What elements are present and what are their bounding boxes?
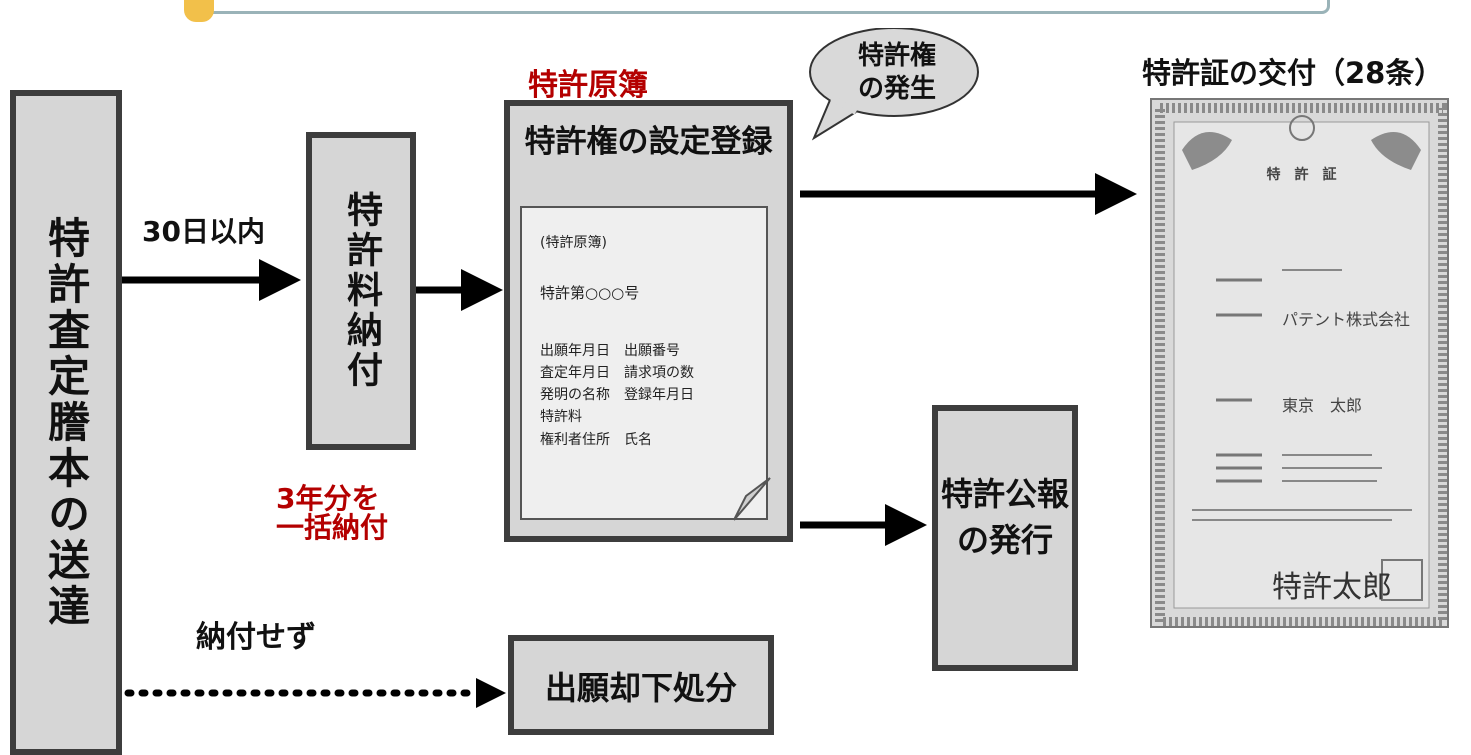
- sheet-row: 特許料: [540, 409, 582, 425]
- publication-label: 特許公報 の発行: [938, 471, 1072, 564]
- speech-bubble-icon: [809, 28, 979, 141]
- sheet-row: 査定年月日 請求項の数: [540, 365, 694, 381]
- patent-certificate-image: 特 許 証 パテント株式会社 東京 太郎 特許太郎: [1150, 98, 1449, 628]
- publication-node: 特許公報 の発行: [932, 405, 1078, 671]
- fee-payment-node: 特許料納付: [306, 132, 416, 450]
- sheet-row: 出願年月日 出願番号: [540, 343, 680, 359]
- certificate-signature: 特許太郎: [1272, 570, 1392, 605]
- publication-line-2: の発行: [956, 521, 1053, 560]
- sheet-patent-number: 特許第○○○号: [540, 284, 640, 302]
- lump-sum-note-line-2: 一括納付: [276, 511, 389, 545]
- lump-sum-note-line-1: 3年分を: [276, 482, 380, 515]
- registry-label: 特許原簿: [528, 68, 648, 103]
- bubble-line-1: 特許権: [857, 41, 936, 71]
- rights-arise-bubble: 特許権 の発生: [832, 40, 962, 105]
- sheet-row: 発明の名称 登録年月日: [540, 387, 694, 403]
- registry-sheet: (特許原簿) 特許第○○○号 出願年月日 出願番号 査定年月日 請求項の数 発明…: [520, 206, 768, 520]
- dotted-arrow-head: [476, 678, 506, 708]
- sheet-row: 権利者住所 氏名: [540, 432, 652, 448]
- registry-heading: 特許権の設定登録: [524, 124, 773, 160]
- publication-line-1: 特許公報: [940, 475, 1069, 513]
- header-banner-accent: [184, 0, 214, 22]
- rejection-node: 出願却下処分: [508, 635, 774, 735]
- certificate-border-icon: [1155, 103, 1447, 626]
- not-paid-label: 納付せず: [196, 620, 316, 655]
- fee-payment-label: 特許料納付: [341, 191, 382, 391]
- sending-node: 特許査定謄本の送達: [10, 90, 122, 755]
- rejection-label: 出願却下処分: [544, 669, 737, 707]
- certificate-company: パテント株式会社: [1282, 310, 1411, 329]
- sheet-header: (特許原簿): [540, 235, 607, 251]
- certificate-title: 特許証の交付（28条）: [1142, 56, 1444, 90]
- bubble-line-2: の発生: [857, 73, 936, 104]
- certificate-heading: 特 許 証: [1266, 167, 1337, 183]
- lump-sum-note: 3年分を 一括納付: [276, 484, 388, 543]
- certificate-person: 東京 太郎: [1282, 396, 1363, 415]
- sending-label: 特許査定謄本の送達: [41, 215, 91, 630]
- page-curl-icon: [733, 477, 771, 521]
- within-30-days-label: 30日以内: [142, 215, 265, 248]
